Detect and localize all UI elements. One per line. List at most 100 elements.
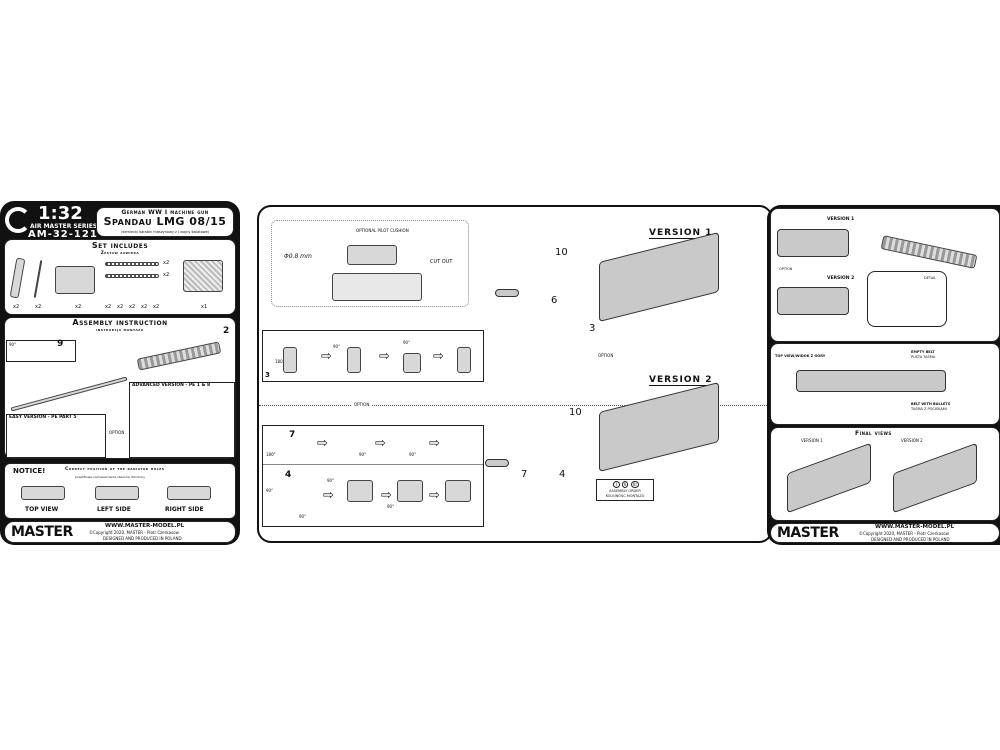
- barrel-part: [33, 260, 43, 298]
- final-view-2-drawing: [893, 442, 977, 514]
- qty: x2: [129, 304, 136, 310]
- series-label: AIR MASTER SERIES: [30, 223, 98, 230]
- designed-in: DESIGNED AND PRODUCED IN POLAND: [103, 536, 182, 541]
- receiver-version-2-drawing: [599, 382, 719, 472]
- final-view-1-drawing: [787, 442, 871, 514]
- pe-part-4: [397, 480, 423, 502]
- pe-part-4: [445, 480, 471, 502]
- footer: MASTER WWW.MASTER-MODEL.PL ©Copyright 20…: [4, 521, 236, 543]
- diameter-label: Φ0.8 mm: [284, 253, 312, 260]
- angle-label: 90°: [299, 514, 307, 519]
- cooling-jacket-drawing: [880, 235, 978, 269]
- title-pl: niemiecki karabin maszynowy z I wojny św…: [121, 230, 209, 234]
- qty: x2: [153, 304, 160, 310]
- option-label: OPTION: [109, 430, 125, 435]
- assembly-order-label: ASSEMBLY ORDER: [609, 489, 641, 493]
- final-version-1-label: VERSION 1: [801, 438, 823, 443]
- advanced-version-label: ADVANCED VERSION - PE 1 & 8: [132, 383, 211, 388]
- receiver-part: [55, 266, 95, 294]
- pe-part-4: [347, 480, 373, 502]
- part-number: 10: [555, 247, 568, 258]
- angle-label: 90°: [9, 342, 17, 347]
- subtitle: German WW I machine gun: [121, 209, 209, 216]
- arrow-icon: ⇨: [429, 436, 440, 451]
- title: Spandau LMG 08/15: [103, 215, 227, 228]
- version-2-label: VERSION 2: [827, 276, 855, 281]
- angle-label: 90°: [409, 452, 417, 457]
- left-instruction-page: 1:32 AIR MASTER SERIES AM-32-121 German …: [0, 201, 240, 545]
- part-number: 3: [589, 323, 596, 334]
- view-label: RIGHT SIDE: [165, 506, 204, 513]
- step-number: 3: [265, 371, 270, 379]
- angle-label: 90°: [403, 340, 411, 345]
- angle-label: 180°: [275, 359, 285, 364]
- right-side-drawing: [167, 486, 211, 500]
- arrow-icon: ⇨: [379, 349, 390, 364]
- belt-bullets-label-pl: TAŚMA Z POCISKAMI: [911, 407, 947, 411]
- version-1-label: VERSION 1: [827, 217, 855, 222]
- arrow-icon: ⇨: [375, 436, 386, 451]
- angle-label: 90°: [327, 478, 335, 483]
- arrow-icon: ⇨: [317, 436, 328, 451]
- arrow-icon: ⇨: [381, 488, 392, 503]
- option-label: OPTION: [779, 267, 793, 271]
- angle-label: 180°: [266, 452, 276, 457]
- top-view-box: TOP VIEW/WIDOK Z GÓRY EMPTY BELT PUSTA T…: [770, 343, 1000, 425]
- empty-belt-label: EMPTY BELT: [911, 350, 935, 354]
- designed-in: DESIGNED AND PRODUCED IN POLAND: [871, 537, 950, 542]
- cut-out-label: CUT OUT: [430, 259, 453, 265]
- base-drawing: [332, 273, 422, 301]
- detail-label: DETAIL: [924, 276, 937, 280]
- scale-label: 1:32: [38, 203, 83, 224]
- easy-version-label: EASY VERSION - PE PART 5: [9, 415, 77, 420]
- seat-drawing: [347, 245, 397, 265]
- view-label: LEFT SIDE: [97, 506, 131, 513]
- master-logo-icon: [5, 207, 31, 233]
- qty: x1: [201, 304, 208, 310]
- gun-version-1-drawing: [777, 229, 849, 257]
- qty: x2: [105, 304, 112, 310]
- order-mark: I: [613, 481, 621, 488]
- part-number: 9: [57, 339, 64, 349]
- arrow-icon: ⇨: [323, 488, 334, 503]
- order-mark: III: [631, 481, 639, 488]
- assembly-order-label-pl: KOLEJNOŚĆ MONTAŻU: [605, 494, 645, 498]
- right-instruction-page: VERSION 1 VERSION 2 OPTION DETAIL TOP VI…: [767, 205, 1000, 545]
- final-version-2-label: VERSION 2: [901, 438, 923, 443]
- angle-label: 90°: [333, 344, 341, 349]
- ammo-belt-part: [105, 262, 159, 266]
- brand-logo: MASTER: [777, 525, 839, 541]
- assembly-order-box: I II III ASSEMBLY ORDER KOLEJNOŚĆ MONTAŻ…: [596, 479, 654, 501]
- screw-drawing: [495, 289, 519, 297]
- product-code: AM-32-121: [28, 229, 98, 240]
- pe-part-3: [457, 347, 471, 373]
- part-number: 4: [285, 470, 292, 480]
- assembly-box: Assembly instruction instrukcja montażu …: [4, 317, 236, 459]
- pe-part-3: [283, 347, 297, 373]
- belt-bullets-label: BELT WITH BULLETS: [911, 402, 951, 406]
- pe-part-3: [347, 347, 361, 373]
- pe-part-3: [403, 353, 421, 373]
- view-label: TOP VIEW: [25, 506, 59, 513]
- detail-box: DETAIL: [867, 271, 947, 327]
- easy-version-box: EASY VERSION - PE PART 5: [6, 414, 106, 458]
- arrow-icon: ⇨: [433, 349, 444, 364]
- part-number: 6: [551, 295, 558, 306]
- step-7-4-box: 7 4 180° 90° 90° 90° 90° 90° 90° ⇨ ⇨ ⇨ ⇨…: [262, 425, 484, 527]
- angle-label: 90°: [387, 504, 395, 509]
- top-view-label: TOP VIEW/WIDOK Z GÓRY: [775, 354, 826, 358]
- option-label: OPTION: [351, 402, 373, 407]
- cooling-jacket-drawing: [136, 341, 222, 371]
- notice-heading: NOTICE!: [13, 467, 46, 475]
- part-number: 7: [289, 430, 296, 440]
- part-number: 10: [569, 407, 582, 418]
- advanced-version-box: ADVANCED VERSION - PE 1 & 8: [129, 382, 235, 458]
- qty: x2: [163, 260, 170, 266]
- qty: x2: [141, 304, 148, 310]
- notice-text-pl: prawidłowe rozmieszczenie otworów chłodn…: [75, 475, 146, 479]
- arrow-icon: ⇨: [321, 349, 332, 364]
- assembly-heading-pl: instrukcja montażu: [96, 327, 144, 332]
- ammo-belt-part: [105, 274, 159, 278]
- title-box: German WW I machine gun Spandau LMG 08/1…: [96, 207, 234, 237]
- qty: x2: [35, 304, 42, 310]
